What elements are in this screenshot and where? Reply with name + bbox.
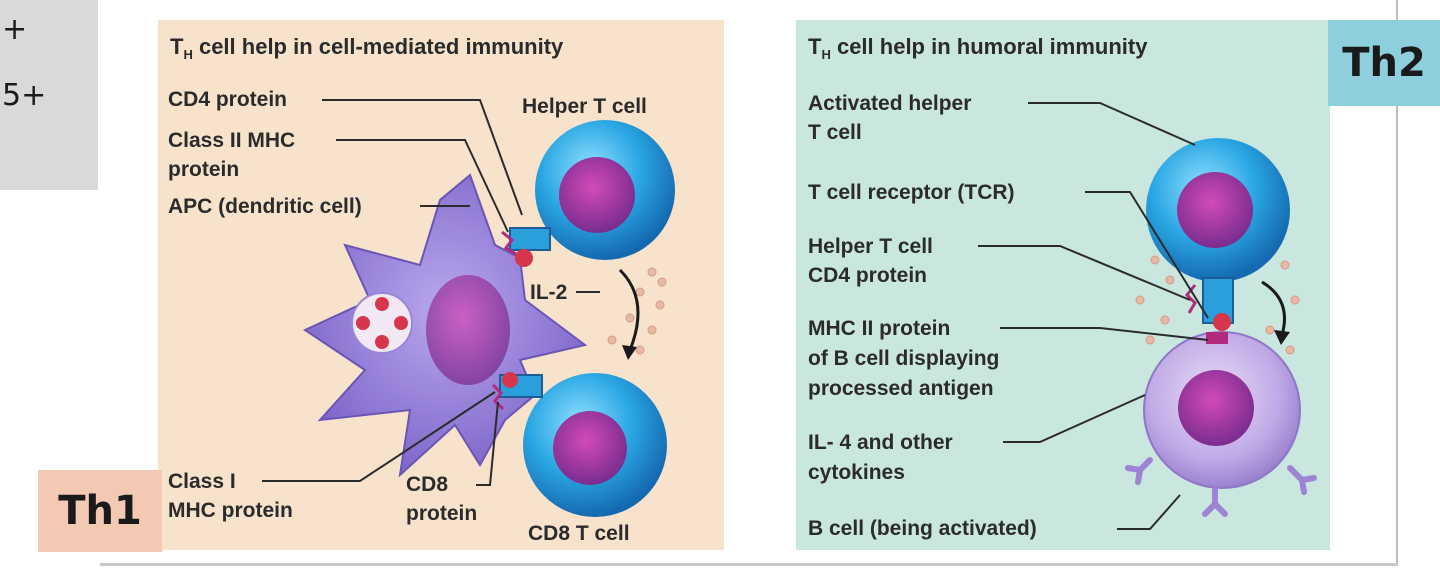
label-cd8-line1: CD8 — [406, 473, 449, 496]
activated-helper-t-cell — [1146, 138, 1290, 331]
dendritic-cell — [302, 173, 588, 478]
label-mhc2-line2: of B cell displaying — [808, 347, 1000, 370]
label-class1-line1: Class I — [168, 470, 236, 493]
label-class1-line2: MHC protein — [168, 499, 293, 522]
label-mhc2-line1: MHC II protein — [808, 317, 951, 340]
th2-badge: Th2 — [1328, 20, 1440, 106]
il4-cytokine-dots — [1135, 255, 1300, 355]
left-panel-title: TH cell help in cell-mediated immunity — [170, 34, 563, 62]
label-activated-line1: Activated helper — [808, 92, 972, 115]
right-title-t: T — [808, 34, 822, 59]
label-helper-t-cell: Helper T cell — [522, 95, 647, 118]
label-class2-mhc-line2: protein — [168, 158, 240, 181]
il2-arrow — [618, 268, 640, 351]
label-apc-dendritic-cell: APC (dendritic cell) — [168, 195, 362, 218]
b-cell — [1125, 331, 1317, 517]
left-title-sub: H — [183, 47, 193, 62]
label-helper-cd4-line2: CD4 protein — [808, 264, 928, 287]
label-cd8-t-cell: CD8 T cell — [528, 522, 630, 545]
right-title-sub: H — [821, 47, 831, 62]
helper-t-cell-left — [501, 120, 675, 267]
label-tcr: T cell receptor (TCR) — [808, 181, 1015, 204]
left-title-rest: cell help in cell-mediated immunity — [192, 34, 564, 59]
frame-bottom-edge — [100, 563, 1398, 566]
right-panel-title: TH cell help in humoral immunity — [808, 34, 1147, 62]
label-il2: IL-2 — [530, 281, 568, 304]
cropped-text-1: + — [2, 12, 28, 47]
cropped-text-2: 5+ — [2, 78, 47, 113]
th1-badge: Th1 — [38, 470, 162, 552]
il4-arrow — [1261, 280, 1286, 336]
right-title-rest: cell help in humoral immunity — [830, 34, 1148, 59]
il2-cytokine-dots — [607, 267, 667, 355]
label-activated-line2: T cell — [808, 121, 862, 144]
label-mhc2-line3: processed antigen — [808, 377, 994, 400]
frame-right-edge — [1396, 0, 1398, 565]
cropped-gray-panel — [0, 0, 98, 190]
label-il4-line2: cytokines — [808, 461, 905, 484]
label-il4-line1: IL- 4 and other — [808, 431, 953, 454]
cd8-t-cell — [491, 372, 667, 517]
label-cd8-line2: protein — [406, 502, 478, 525]
label-b-cell: B cell (being activated) — [808, 517, 1037, 540]
label-class2-mhc-line1: Class II MHC — [168, 129, 296, 152]
label-cd4-protein: CD4 protein — [168, 88, 288, 111]
label-helper-cd4-line1: Helper T cell — [808, 235, 933, 258]
left-title-t: T — [170, 34, 184, 59]
